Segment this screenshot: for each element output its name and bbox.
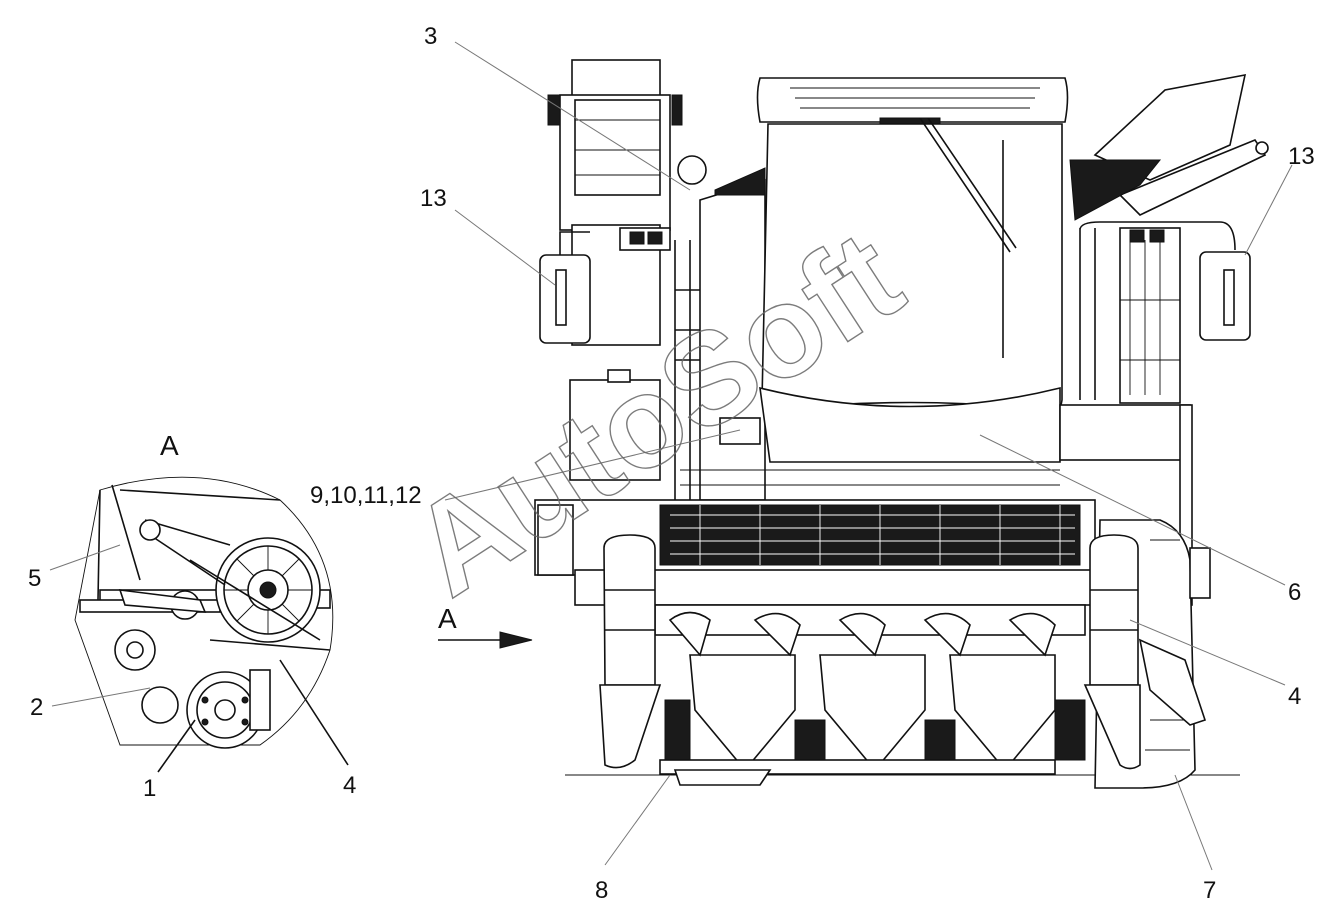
- callout-3: 3: [424, 23, 437, 50]
- callout-6: 6: [1288, 579, 1301, 606]
- row-dividers: [659, 611, 1086, 775]
- detail-view-a: A: [28, 430, 356, 802]
- callout-8: 8: [595, 877, 608, 904]
- callout-7: 7: [1203, 877, 1216, 904]
- callout-2: 2: [30, 694, 43, 721]
- detail-pulley-bottom: [141, 669, 271, 749]
- callout-4-detail: 4: [343, 772, 356, 799]
- unloading-auger: [1069, 73, 1269, 221]
- combine-front-view: [534, 59, 1269, 789]
- view-arrow-label: A: [438, 603, 457, 634]
- detail-view-label: A: [160, 430, 179, 461]
- callout-9-12: 9,10,11,12: [310, 482, 422, 509]
- main-callouts: 3 13 13 9,10,11,12 6 4 7 8: [310, 23, 1315, 904]
- callout-13-right: 13: [1288, 143, 1315, 170]
- callout-4-main: 4: [1288, 683, 1301, 710]
- left-mirror: [539, 231, 591, 344]
- left-divider: [599, 534, 662, 769]
- grain-elevator: [547, 59, 707, 231]
- callout-5: 5: [28, 565, 41, 592]
- right-divider: [1083, 534, 1207, 770]
- callout-13-left: 13: [420, 185, 447, 212]
- cabin: [719, 77, 1069, 463]
- detail-pulley-large: [215, 537, 321, 643]
- right-platform: [1059, 221, 1236, 606]
- callout-1: 1: [143, 775, 156, 802]
- view-arrow-a: A: [438, 603, 533, 649]
- right-mirror: [1199, 251, 1251, 341]
